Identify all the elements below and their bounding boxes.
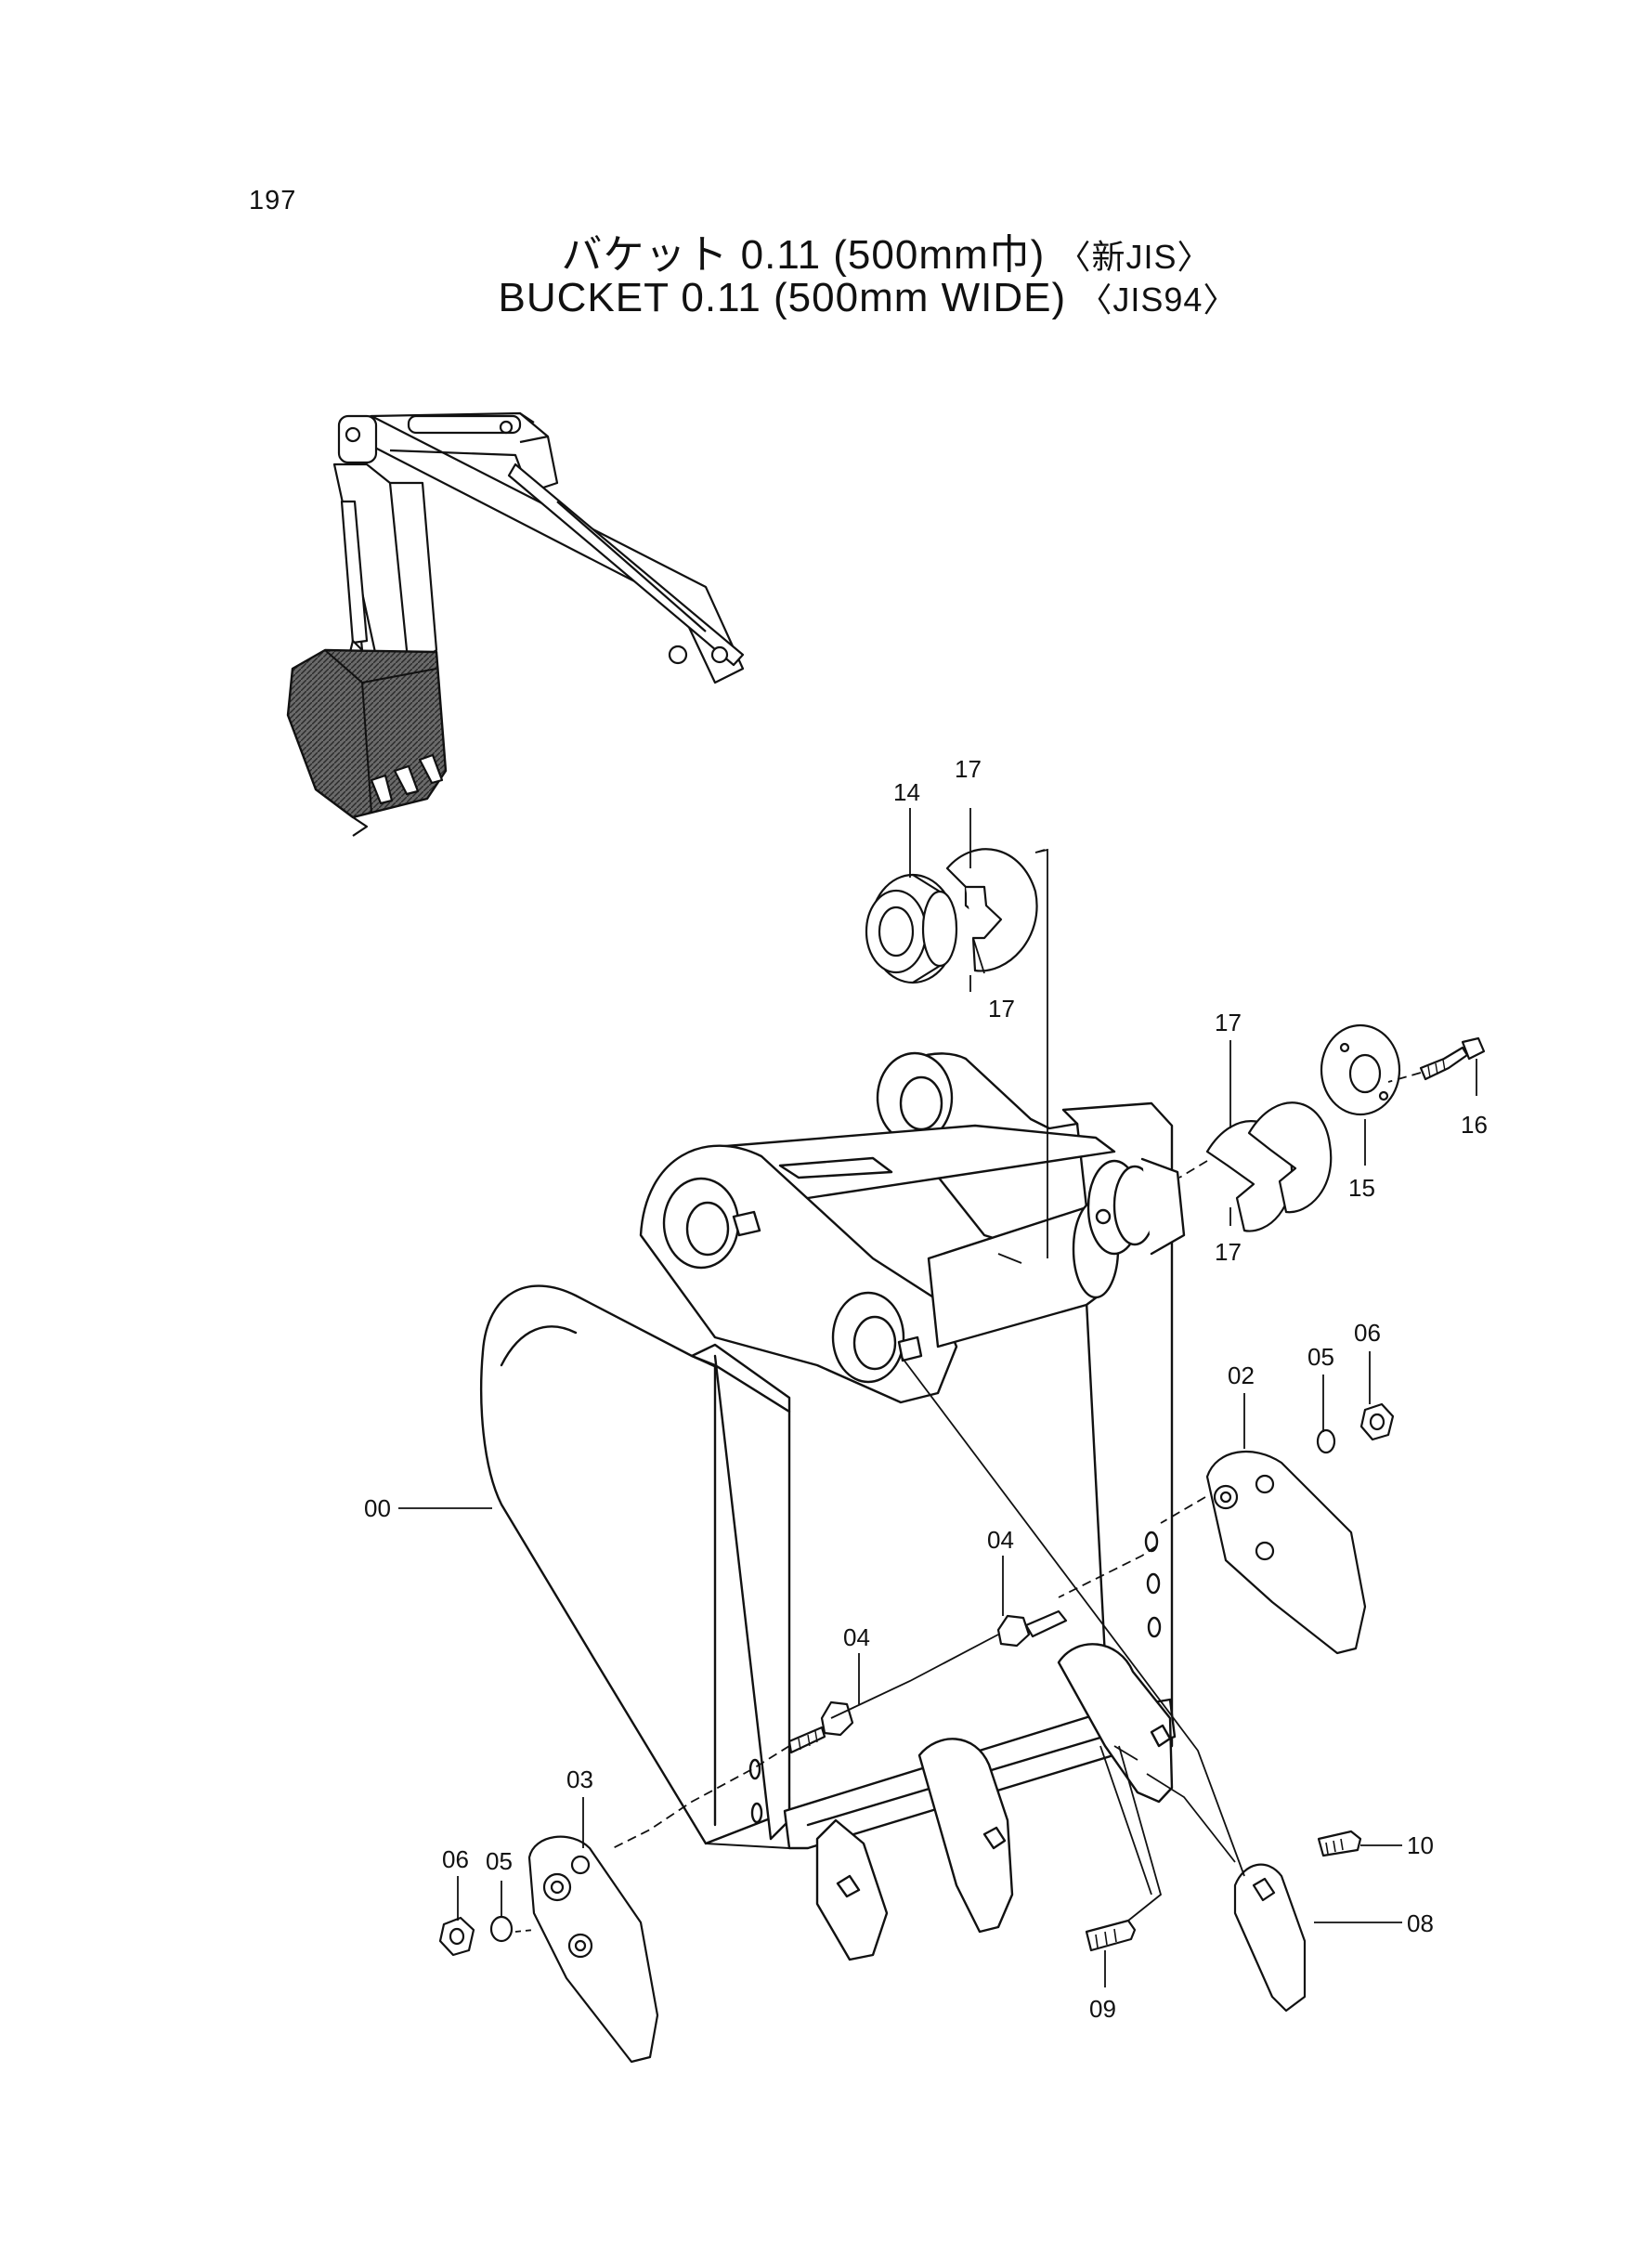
title-english-main: BUCKET 0.11 (500mm WIDE) [498, 275, 1067, 320]
assembly-lines [398, 808, 1477, 1987]
callout-08: 08 [1407, 1909, 1434, 1937]
callout-09: 09 [1089, 1995, 1116, 2023]
callout-labels: 00 14 17 17 17 17 15 16 02 05 06 04 04 0… [364, 755, 1488, 2023]
callout-06-right: 06 [1354, 1319, 1381, 1347]
bucket-body [480, 1051, 1186, 1850]
title-japanese-tag: 〈新JIS〉 [1057, 238, 1212, 276]
exploded-parts [438, 848, 1486, 2064]
callout-16: 16 [1461, 1111, 1488, 1139]
callout-17-upper: 17 [955, 755, 982, 783]
callout-17-right-lower: 17 [1215, 1238, 1242, 1266]
callout-05-right: 05 [1307, 1343, 1334, 1371]
callout-04-lower: 04 [843, 1623, 870, 1651]
title-english: BUCKET 0.11 (500mm WIDE) 〈JIS94〉 [0, 273, 1652, 321]
excavator-location-illustration [286, 411, 745, 837]
title-japanese-main: バケット 0.11 (500mm巾) [561, 232, 1046, 278]
callout-17-lower: 17 [988, 995, 1015, 1023]
callout-04-upper: 04 [987, 1526, 1014, 1554]
page-number: 197 [249, 186, 297, 215]
callout-15: 15 [1348, 1174, 1375, 1202]
callout-02: 02 [1228, 1362, 1255, 1389]
callout-06-left: 06 [442, 1845, 469, 1873]
title-japanese: バケット 0.11 (500mm巾) 〈新JIS〉 [0, 221, 1652, 280]
callout-00: 00 [364, 1494, 391, 1522]
bucket-teeth [815, 1643, 1174, 1961]
callout-14: 14 [893, 778, 920, 806]
callout-05-left: 05 [486, 1847, 513, 1875]
callout-10: 10 [1407, 1831, 1434, 1859]
callout-03: 03 [566, 1765, 593, 1793]
callout-17-right-upper: 17 [1215, 1009, 1242, 1036]
title-english-tag: 〈JIS94〉 [1078, 280, 1238, 319]
